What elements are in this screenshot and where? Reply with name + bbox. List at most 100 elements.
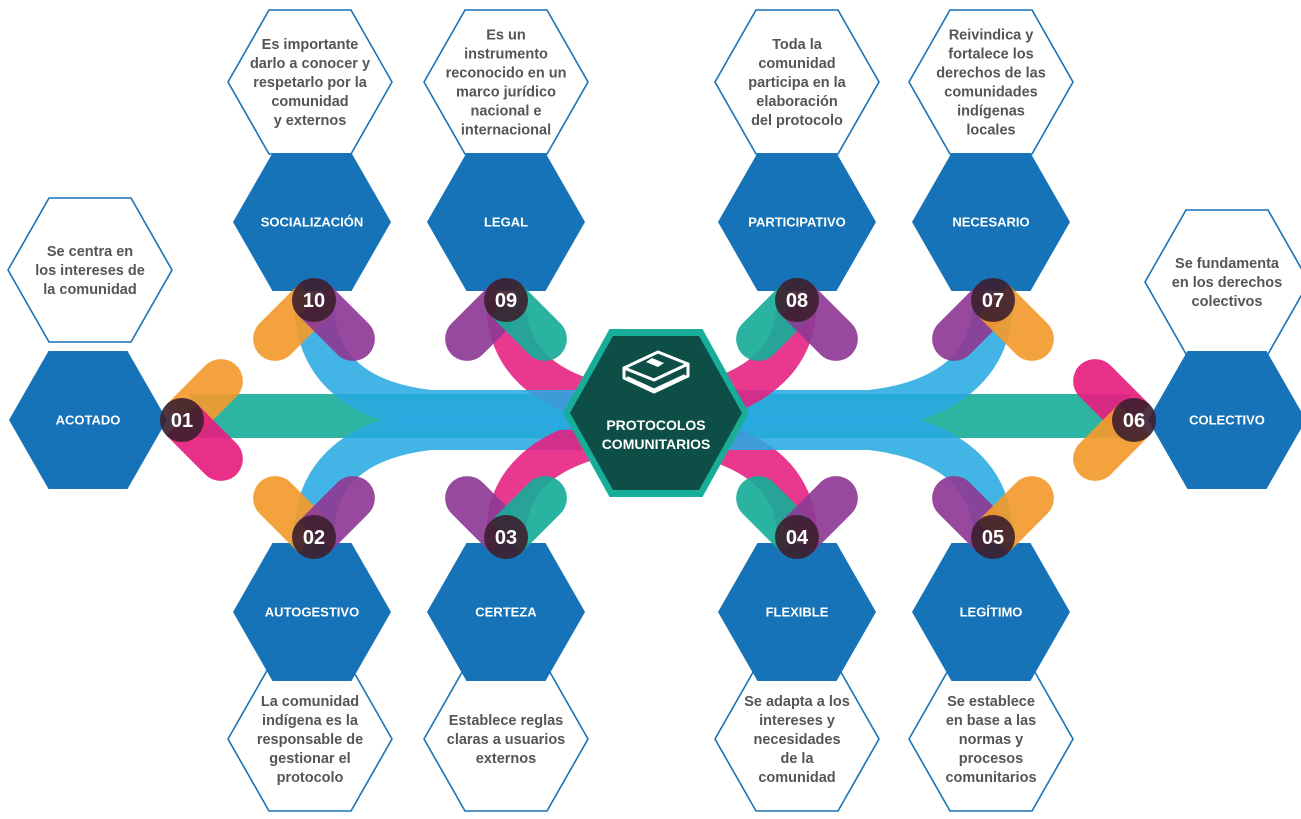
item-07-number-badge: 07 <box>971 278 1015 322</box>
item-09-badge-circle <box>484 278 528 322</box>
item-05-title-label: LEGÍTIMO <box>960 605 1023 620</box>
item-01-description-text-line: la comunidad <box>43 282 136 298</box>
item-02-title-label: AUTOGESTIVO <box>265 605 359 620</box>
item-06-title: COLECTIVO <box>1148 351 1301 489</box>
item-10-description-text-line: respetarlo por la <box>253 75 368 91</box>
item-05-number-badge: 05 <box>971 515 1015 559</box>
item-03-description-text-line: Establece reglas <box>449 713 563 729</box>
item-10-description-text-line: darlo a conocer y <box>250 56 370 72</box>
item-01-number: 01 <box>171 410 193 432</box>
item-10-description-hexagon <box>227 9 393 155</box>
item-02-description: La comunidad indígena es la responsable de… <box>227 666 393 812</box>
item-05-description-text-line: normas y <box>959 732 1023 748</box>
book-icon <box>622 350 690 394</box>
item-06-description-text-line: colectivos <box>1192 294 1263 310</box>
item-08-description-text-line: comunidad <box>758 56 835 72</box>
item-02-description-text-line: gestionar el <box>269 751 350 767</box>
item-06-number-badge: 06 <box>1112 398 1156 442</box>
item-04-description-text-line: necesidades <box>753 732 840 748</box>
item-04-description-text-line: Se adapta a los <box>744 694 850 710</box>
item-03-title: CERTEZA <box>427 543 585 681</box>
item-09-description-text-line: internacional <box>461 123 551 139</box>
item-09-description-hexagon <box>423 9 589 155</box>
item-10-badge-circle <box>292 278 336 322</box>
book-label <box>646 358 664 367</box>
item-01-title-label-line: ACOTADO <box>56 413 121 428</box>
item-08-description-text-line: elaboración <box>756 94 837 110</box>
item-08-number: 08 <box>786 290 808 312</box>
item-06-description-text-line: Se fundamenta <box>1175 256 1280 272</box>
item-09-description-text-line: marco jurídico <box>456 85 556 101</box>
item-02-description-text-line: protocolo <box>277 770 344 786</box>
item-07-description-hexagon <box>908 9 1074 155</box>
item-04-title-label-line: FLEXIBLE <box>766 605 829 620</box>
item-03-title-label-line: CERTEZA <box>475 605 537 620</box>
item-08-title-label-line: PARTICIPATIVO <box>748 215 846 230</box>
item-05-title-label-line: LEGÍTIMO <box>960 605 1023 620</box>
item-07-description-text-line: locales <box>966 123 1015 139</box>
item-01-number-badge: 01 <box>160 398 204 442</box>
item-09-number: 09 <box>495 290 517 312</box>
item-01-badge-circle <box>160 398 204 442</box>
item-07-description-text-line: fortalece los <box>948 47 1033 63</box>
item-04-title: FLEXIBLE <box>718 543 876 681</box>
item-02-title-hexagon <box>233 543 391 681</box>
item-04-description-text-line: comunidad <box>758 770 835 786</box>
item-07-title: NECESARIO <box>912 153 1070 291</box>
item-03-title-hexagon <box>427 543 585 681</box>
item-10-title-hexagon <box>233 153 391 291</box>
item-05-badge-circle <box>971 515 1015 559</box>
item-01-description-hexagon <box>7 197 173 343</box>
item-03-description-text-line: claras a usuarios <box>447 732 566 748</box>
item-07-title-label: NECESARIO <box>952 215 1029 230</box>
item-02-description-text-line: responsable de <box>257 732 363 748</box>
item-06-description-text-line: en los derechos <box>1172 275 1282 291</box>
item-05-description-text-line: Se establece <box>947 694 1035 710</box>
item-09-title: LEGAL <box>427 153 585 291</box>
item-07-description-text-line: derechos de las <box>936 66 1046 82</box>
item-10-number: 10 <box>303 290 325 312</box>
item-02-number-badge: 02 <box>292 515 336 559</box>
item-02-title: AUTOGESTIVO <box>233 543 391 681</box>
center-title-line-2: COMUNITARIOS <box>602 436 711 452</box>
item-07-badge-circle <box>971 278 1015 322</box>
item-04-title-label: FLEXIBLE <box>766 605 829 620</box>
item-09-description-text-line: reconocido en un <box>446 66 567 82</box>
item-05-number: 05 <box>982 527 1004 549</box>
item-03-title-label: CERTEZA <box>475 605 537 620</box>
item-04-badge-circle <box>775 515 819 559</box>
item-04-description-text-line: de la <box>780 751 814 767</box>
item-10-title: SOCIALIZACIÓN <box>233 153 391 291</box>
item-01-description-text-line: los intereses de <box>35 263 145 279</box>
item-10-number-badge: 10 <box>292 278 336 322</box>
item-06-description: Se fundamenta en los derechos colectivos <box>1144 209 1301 355</box>
item-06-number: 06 <box>1123 410 1145 432</box>
item-03-description: Establece reglas claras a usuarios externo… <box>423 666 589 812</box>
item-08-description-text-line: participa en la <box>748 75 846 91</box>
item-10-description-text-line: y externos <box>274 113 347 129</box>
item-02-description-text-line: indígena es la <box>262 713 359 729</box>
item-03-description-text-line: externos <box>476 751 536 767</box>
item-05-description-text-line: en base a las <box>946 713 1036 729</box>
item-08-badge-circle <box>775 278 819 322</box>
item-01-title-hexagon <box>9 351 167 489</box>
item-03-badge-circle <box>484 515 528 559</box>
item-05-title-hexagon <box>912 543 1070 681</box>
item-05-title: LEGÍTIMO <box>912 543 1070 681</box>
item-09-description-text-line: Es un <box>486 28 525 44</box>
item-02-title-label-line: AUTOGESTIVO <box>265 605 359 620</box>
item-04-title-hexagon <box>718 543 876 681</box>
item-08-title: PARTICIPATIVO <box>718 153 876 291</box>
item-06-title-hexagon <box>1148 351 1301 489</box>
item-02-description-text-line: La comunidad <box>261 694 359 710</box>
item-02-badge-circle <box>292 515 336 559</box>
book-pages <box>622 362 690 394</box>
center-title-line-1: PROTOCOLOS <box>606 417 705 433</box>
